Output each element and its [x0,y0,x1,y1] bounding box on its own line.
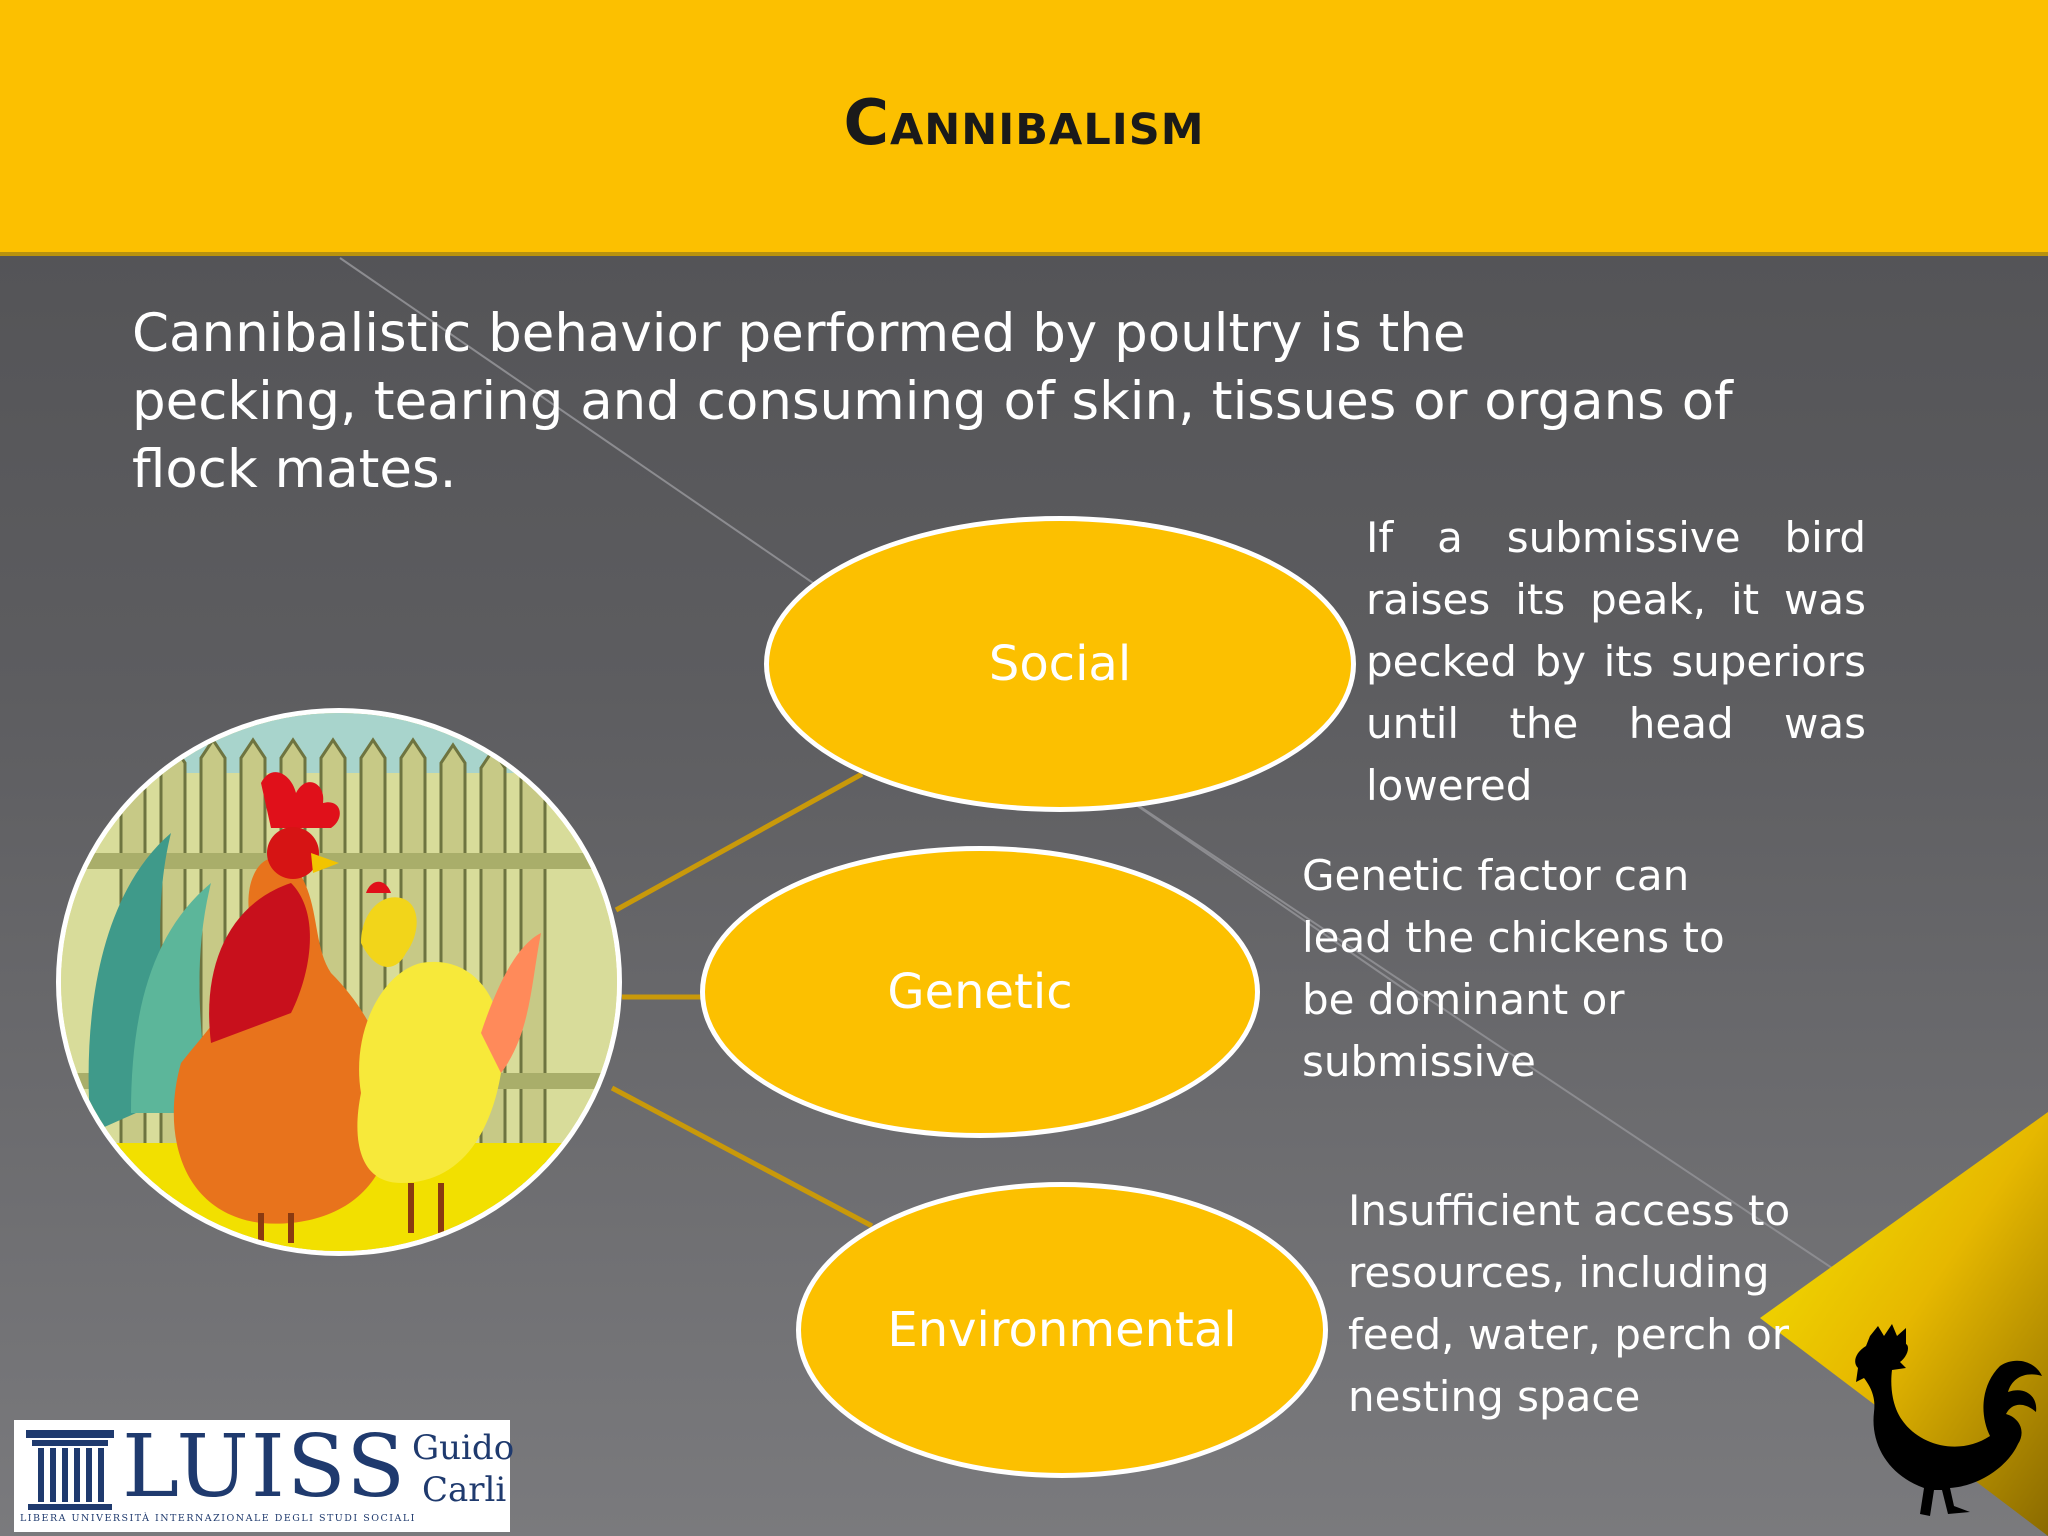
connector-environmental [610,1085,874,1229]
environmental-label: Environmental [887,1302,1237,1358]
environmental-description: Insufficient access to resources, includ… [1348,1186,1791,1421]
social-ellipse: Social [764,516,1356,812]
genetic-description: Genetic factor can lead the chickens to … [1302,851,1725,1086]
slide-title: Cannibalism [843,86,1205,159]
genetic-ellipse: Genetic [700,846,1260,1138]
logo-carli: Carli [422,1470,507,1510]
genetic-label: Genetic [887,964,1073,1020]
logo-guido: Guido [412,1428,515,1468]
logo-wordmark: LUISS [122,1417,408,1517]
rooster-and-hen-cartoon-illustration [61,713,617,1251]
rooster-silhouette-icon [1855,1324,2042,1516]
corner-gold-triangle [1760,1112,2048,1536]
column-pillar-icon [26,1430,114,1510]
luiss-logo: LUISS Guido Carli LIBERA UNIVERSITÀ INTE… [14,1417,514,1532]
connector-social [614,771,864,913]
social-label: Social [988,636,1132,692]
header-bar [0,0,2048,256]
environmental-ellipse: Environmental [796,1182,1328,1478]
intro-text: Cannibalistic behavior performed by poul… [132,303,1733,500]
rooster-hen-illustration [56,708,622,1256]
social-description: If a submissive bird raises its peak, it… [1366,513,1866,810]
logo-subtitle: LIBERA UNIVERSITÀ INTERNAZIONALE DEGLI S… [20,1513,416,1524]
